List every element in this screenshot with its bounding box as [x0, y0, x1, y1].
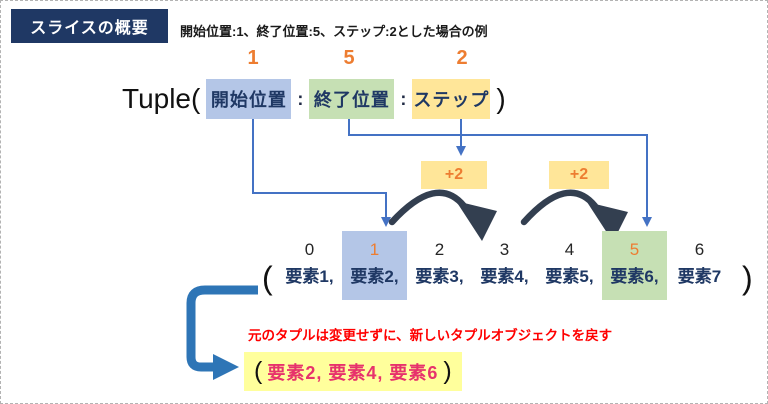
start-value-label: 1 — [247, 47, 259, 69]
result-elements: 要素2, 要素4, 要素6 — [267, 362, 439, 383]
tuple-expression: Tuple( 開始位置 : 終了位置 : ステップ ) — [122, 79, 506, 119]
param-box-step: ステップ — [412, 79, 491, 119]
hop-arc-1 — [388, 189, 468, 226]
param-box-end: 終了位置 — [309, 79, 395, 119]
sequence-open-paren: ( — [262, 260, 273, 296]
return-elbow-arrowhead-icon — [213, 354, 239, 380]
tuple-sequence: 0 要素1, 1 要素2, 2 要素3, 3 要素4, 4 要素5, 5 要素6… — [277, 231, 732, 300]
sequence-cell-3: 3 要素4, — [472, 231, 537, 300]
sequence-cell-4: 4 要素5, — [537, 231, 602, 300]
sequence-cell-2: 2 要素3, — [407, 231, 472, 300]
index-label: 5 — [629, 240, 640, 259]
element-label: 要素6, — [610, 267, 659, 286]
hop-arc-2 — [520, 189, 599, 226]
sequence-cell-0: 0 要素1, — [277, 231, 342, 300]
index-label: 2 — [434, 240, 445, 259]
start-connector-line — [252, 119, 391, 227]
end-value-label: 5 — [343, 47, 355, 69]
step-value-label: 2 — [456, 47, 468, 69]
index-label: 0 — [304, 240, 315, 259]
result-tuple: ( 要素2, 要素4, 要素6 ) — [244, 352, 462, 391]
index-label: 6 — [694, 240, 705, 259]
colon-separator: : — [297, 88, 304, 109]
sequence-cell-1-highlighted: 1 要素2, — [342, 231, 407, 300]
element-label: 要素2, — [350, 267, 399, 286]
colon-separator: : — [400, 88, 407, 109]
element-label: 要素1, — [285, 267, 334, 286]
tuple-suffix: ) — [496, 83, 506, 114]
element-label: 要素5, — [545, 267, 594, 286]
index-label: 1 — [369, 240, 380, 259]
index-label: 3 — [499, 240, 510, 259]
result-close-paren: ) — [443, 357, 452, 385]
element-label: 要素4, — [480, 267, 529, 286]
step-increment-badge-2: +2 — [549, 161, 609, 189]
subtitle-text: 開始位置:1、終了位置:5、ステップ:2とした場合の例 — [180, 24, 488, 39]
index-label: 4 — [564, 240, 575, 259]
tuple-prefix: Tuple( — [122, 83, 201, 114]
note-text: 元のタプルは変更せずに、新しいタプルオブジェクトを戻す — [248, 328, 613, 343]
param-box-start: 開始位置 — [206, 79, 292, 119]
result-open-paren: ( — [254, 357, 263, 385]
step-increment-badge-1: +2 — [421, 161, 487, 189]
sequence-cell-5-highlighted: 5 要素6, — [602, 231, 667, 300]
title-badge: スライスの概要 — [11, 9, 168, 43]
sequence-close-paren: ) — [742, 260, 753, 296]
element-label: 要素7 — [677, 267, 722, 286]
element-label: 要素3, — [415, 267, 464, 286]
sequence-cell-6: 6 要素7 — [667, 231, 732, 300]
